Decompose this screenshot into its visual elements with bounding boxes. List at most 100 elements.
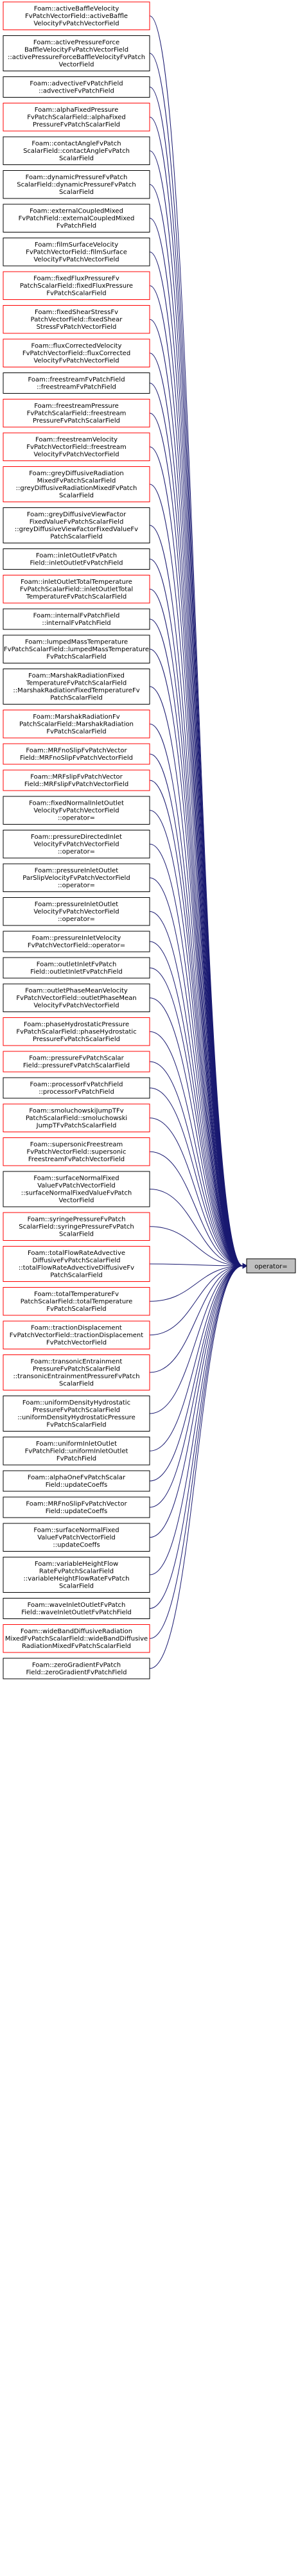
caller-node[interactable]: Foam::lumpedMassTemperatureFvPatchScalar… [3, 635, 150, 663]
caller-node[interactable]: Foam::zeroGradientFvPatchField::zeroGrad… [3, 1658, 150, 1679]
caller-node[interactable]: Foam::MRFnoSlipFvPatchVectorField::MRFno… [3, 743, 150, 765]
caller-node[interactable]: Foam::pressureInletOutletParSlipVelocity… [3, 863, 150, 892]
caller-node[interactable]: Foam::pressureDirectedInletVelocityFvPat… [3, 830, 150, 859]
caller-node[interactable]: Foam::internalFvPatchField::internalFvPa… [3, 608, 150, 630]
caller-node[interactable]: Foam::MarshakRadiationFvPatchScalarField… [3, 710, 150, 739]
caller-node[interactable]: Foam::filmSurfaceVelocityFvPatchVectorFi… [3, 238, 150, 267]
caller-node[interactable]: Foam::activeBaffleVelocityFvPatchVectorF… [3, 1, 150, 30]
caller-node[interactable]: Foam::fixedShearStressFvPatchVectorField… [3, 305, 150, 334]
caller-node[interactable]: Foam::phaseHydrostaticPressureFvPatchSca… [3, 1017, 150, 1046]
caller-node-box [3, 1137, 150, 1166]
caller-node[interactable]: Foam::smoluchowskiJumpTFvPatchScalarFiel… [3, 1103, 150, 1132]
target-node[interactable]: operator= [246, 1258, 296, 1274]
call-edge [149, 941, 243, 1266]
caller-node-label: VectorField [59, 1197, 94, 1204]
caller-node[interactable]: Foam::transonicEntrainmentPressureFvPatc… [3, 1354, 150, 1390]
caller-node-label: Foam::freestreamPressure [34, 403, 119, 410]
caller-node-label: Foam::alphaOneFvPatchScalar [28, 1475, 126, 1482]
caller-node-label: Field::inletOutletFvPatchField [30, 560, 123, 567]
caller-node[interactable]: Foam::outletPhaseMeanVelocityFvPatchVect… [3, 983, 150, 1012]
caller-node[interactable]: Foam::alphaOneFvPatchScalarField::update… [3, 1470, 150, 1492]
caller-node-box [3, 1077, 150, 1099]
caller-node[interactable]: Foam::greyDiffusiveViewFactorFixedValueF… [3, 507, 150, 543]
caller-node-label: Foam::contactAngleFvPatch [31, 141, 121, 148]
caller-node-label: MixedFvPatchScalarField [37, 478, 116, 485]
caller-node[interactable]: Foam::totalTemperatureFvPatchScalarField… [3, 1287, 150, 1316]
caller-node-box [3, 1, 150, 30]
caller-node[interactable]: Foam::pressureFvPatchScalarField::pressu… [3, 1051, 150, 1073]
caller-node[interactable]: Foam::variableHeightFlowRateFvPatchScala… [3, 1557, 150, 1593]
caller-node-box [3, 575, 150, 604]
caller-node[interactable]: Foam::MarshakRadiationFixedTemperatureFv… [3, 669, 150, 705]
caller-node-box [3, 466, 150, 502]
target-node-box [246, 1258, 296, 1274]
call-edge [149, 780, 243, 1266]
caller-node[interactable]: Foam::MRFslipFvPatchVectorField::MRFslip… [3, 769, 150, 791]
caller-node-label: Field::zeroGradientFvPatchField [26, 1669, 127, 1676]
caller-node[interactable]: Foam::inletOutletTotalTemperatureFvPatch… [3, 575, 150, 604]
caller-node-label: StressFvPatchVectorField [37, 324, 117, 331]
caller-node[interactable]: Foam::syringePressureFvPatchScalarField:… [3, 1212, 150, 1241]
caller-node-label: FvPatchVectorField::operator= [28, 942, 125, 949]
caller-node-label: ValueFvPatchVectorField [37, 1534, 116, 1541]
caller-node[interactable]: Foam::surfaceNormalFixedValueFvPatchVect… [3, 1523, 150, 1552]
caller-node-label: TemperatureFvPatchScalarField [26, 593, 127, 600]
caller-node[interactable]: Foam::activePressureForceBaffleVelocityF… [3, 35, 150, 71]
caller-node[interactable]: Foam::pressureInletVelocityFvPatchVector… [3, 931, 150, 952]
call-edge [149, 1031, 243, 1266]
call-edge [149, 1265, 243, 1414]
caller-node-label: ::MarshakRadiationFixedTemperatureFv [13, 687, 139, 694]
caller-node-label: ::operator= [58, 848, 95, 855]
caller-node[interactable]: Foam::fluxCorrectedVelocityFvPatchVector… [3, 338, 150, 367]
caller-node-label: FvPatchVectorField::freestream [26, 444, 127, 451]
caller-node-label: PatchVectorField::fixedShear [31, 317, 123, 324]
caller-node[interactable]: Foam::inletOutletFvPatchField::inletOutl… [3, 548, 150, 570]
call-edge [149, 997, 243, 1266]
caller-node[interactable]: Foam::outletInletFvPatchField::outletInl… [3, 957, 150, 979]
caller-node[interactable]: Foam::freestreamVelocityFvPatchVectorFie… [3, 432, 150, 461]
caller-node-label: PatchScalarField [50, 695, 103, 702]
caller-node-label: RadiationMixedFvPatchScalarField [22, 1643, 131, 1650]
caller-node[interactable]: Foam::MRFnoSlipFvPatchVectorField::updat… [3, 1496, 150, 1518]
caller-node[interactable]: Foam::freestreamPressureFvPatchScalarFie… [3, 399, 150, 428]
caller-node-label: PressureFvPatchScalarField [33, 417, 120, 425]
caller-node-label: VelocityFvPatchVectorField [33, 807, 119, 814]
caller-node[interactable]: Foam::greyDiffusiveRadiationMixedFvPatch… [3, 466, 150, 502]
caller-node[interactable]: Foam::wideBandDiffusiveRadiationMixedFvP… [3, 1624, 150, 1653]
caller-node-label: Foam::MarshakRadiationFv [33, 714, 119, 721]
caller-node-label: Foam::supersonicFreestream [30, 1141, 123, 1148]
caller-node-box [3, 1658, 150, 1679]
call-edge [149, 1226, 243, 1266]
caller-node-label: MixedFvPatchScalarField::wideBandDiffusi… [5, 1636, 148, 1643]
caller-node[interactable]: Foam::waveInletOutletFvPatchField::waveI… [3, 1598, 150, 1619]
caller-node[interactable]: Foam::alphaFixedPressureFvPatchScalarFie… [3, 103, 150, 132]
caller-node-box [3, 897, 150, 926]
caller-node[interactable]: Foam::pressureInletOutletVelocityFvPatch… [3, 897, 150, 926]
caller-node-label: Foam::freestreamFvPatchField [28, 376, 125, 383]
caller-node-label: ::activePressureForceBaffleVelocityFvPat… [8, 54, 145, 61]
caller-node[interactable]: Foam::freestreamFvPatchField::freestream… [3, 372, 150, 394]
caller-node-label: RateFvPatchScalarField [39, 1568, 114, 1575]
caller-node-label: FvPatchScalarField::inletOutletTotal [20, 586, 133, 593]
caller-node-label: Foam::inletOutletTotalTemperature [21, 579, 132, 586]
caller-node[interactable]: Foam::uniformInletOutletFvPatchField::un… [3, 1437, 150, 1466]
call-edge [149, 649, 243, 1266]
caller-node[interactable]: Foam::advectiveFvPatchField::advectiveFv… [3, 76, 150, 98]
caller-node[interactable]: Foam::tractionDisplacementFvPatchVectorF… [3, 1320, 150, 1349]
caller-node[interactable]: Foam::contactAngleFvPatchScalarField::co… [3, 136, 150, 165]
caller-node[interactable]: Foam::supersonicFreestreamFvPatchVectorF… [3, 1137, 150, 1166]
caller-node[interactable]: Foam::fixedFluxPressureFvPatchScalarFiel… [3, 271, 150, 300]
node-layer: Foam::activeBaffleVelocityFvPatchVectorF… [3, 1, 150, 1679]
caller-node-label: FixedValueFvPatchScalarField [30, 519, 124, 526]
caller-node[interactable]: Foam::processorFvPatchField::processorFv… [3, 1077, 150, 1099]
caller-node[interactable]: Foam::totalFlowRateAdvectiveDiffusiveFvP… [3, 1246, 150, 1282]
caller-node-box [3, 136, 150, 165]
caller-node-label: ::uniformDensityHydrostaticPressure [17, 1414, 135, 1421]
caller-node-label: Foam::internalFvPatchField [33, 613, 120, 620]
caller-node[interactable]: Foam::externalCoupledMixedFvPatchField::… [3, 204, 150, 232]
caller-node[interactable]: Foam::uniformDensityHydrostaticPressureF… [3, 1396, 150, 1432]
caller-node[interactable]: Foam::surfaceNormalFixedValueFvPatchVect… [3, 1171, 150, 1207]
caller-node[interactable]: Foam::dynamicPressureFvPatchScalarField:… [3, 170, 150, 199]
caller-node[interactable]: Foam::fixedNormalInletOutletVelocityFvPa… [3, 796, 150, 825]
call-edge [149, 53, 243, 1266]
